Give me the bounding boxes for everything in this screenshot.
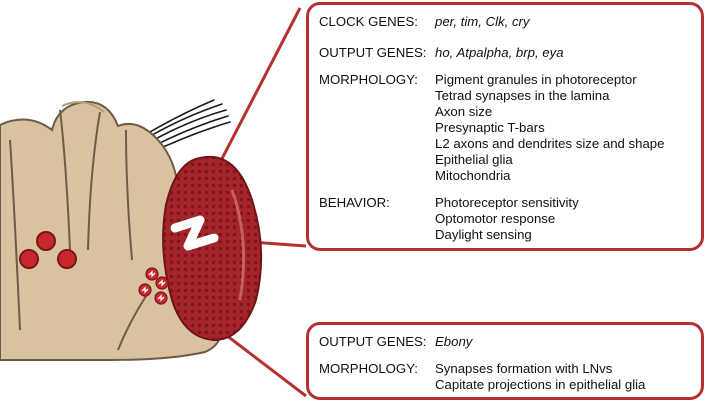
- morphology-item: Pigment granules in photoreceptor: [435, 72, 637, 87]
- morphology-row: MORPHOLOGY: Pigment granules in photorec…: [319, 72, 695, 184]
- output-genes-label: OUTPUT GENES:: [319, 45, 427, 60]
- connector-line-top-upper: [210, 7, 302, 179]
- clock-neurons: [138, 267, 169, 305]
- behavior-label: BEHAVIOR:: [319, 195, 390, 210]
- annotation-box-bottom: OUTPUT GENES: Ebony MORPHOLOGY: Synapses…: [306, 322, 704, 400]
- behavior-row: BEHAVIOR: Photoreceptor sensitivity Opto…: [319, 195, 695, 243]
- output-genes-value: ho, Atpalpha, brp, eya: [435, 45, 564, 60]
- compound-eye: [162, 155, 263, 342]
- output-genes-row: OUTPUT GENES: ho, Atpalpha, brp, eya: [319, 45, 695, 61]
- ebony-output-genes-value: Ebony: [435, 334, 473, 349]
- ebony-morphology-row: MORPHOLOGY: Synapses formation with LNvs…: [319, 361, 695, 393]
- annotation-box-top: CLOCK GENES: per, tim, Clk, cry OUTPUT G…: [306, 2, 704, 251]
- clock-genes-label: CLOCK GENES:: [319, 14, 418, 29]
- ocelli: [19, 231, 77, 269]
- ebony-morphology-label: MORPHOLOGY:: [319, 361, 418, 376]
- morphology-item: Axon size: [435, 104, 493, 119]
- clock-genes-row: CLOCK GENES: per, tim, Clk, cry: [319, 14, 695, 30]
- morphology-item: L2 axons and dendrites size and shape: [435, 136, 665, 151]
- behavior-item: Optomotor response: [435, 211, 556, 226]
- ebony-morphology-item: Synapses formation with LNvs: [435, 361, 613, 376]
- clock-genes-value: per, tim, Clk, cry: [435, 14, 530, 29]
- ebony-output-genes-label: OUTPUT GENES:: [319, 334, 427, 349]
- behavior-item: Photoreceptor sensitivity: [435, 195, 579, 210]
- fly-head: [0, 100, 227, 361]
- morphology-item: Tetrad synapses in the lamina: [435, 88, 610, 103]
- ebony-output-genes-row: OUTPUT GENES: Ebony: [319, 334, 695, 350]
- morphology-label: MORPHOLOGY:: [319, 72, 418, 87]
- morphology-item: Mitochondria: [435, 168, 511, 183]
- ebony-morphology-item: Capitate projections in epithelial glia: [435, 377, 646, 392]
- morphology-item: Presynaptic T-bars: [435, 120, 545, 135]
- morphology-item: Epithelial glia: [435, 152, 513, 167]
- behavior-item: Daylight sensing: [435, 227, 532, 242]
